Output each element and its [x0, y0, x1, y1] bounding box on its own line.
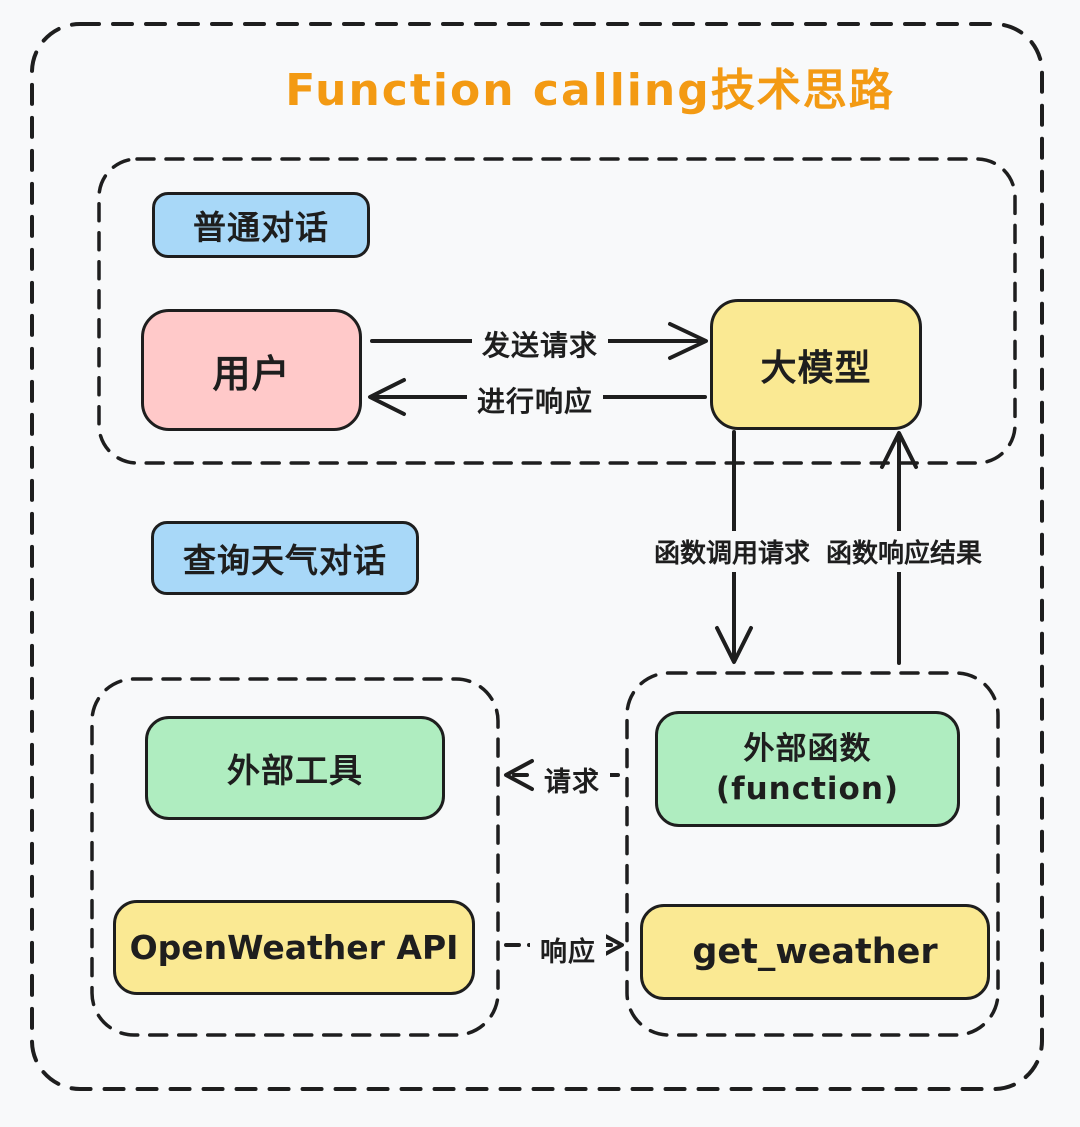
external-function-name: 外部函数 [743, 730, 872, 767]
node-external-tools: 外部工具 [145, 716, 445, 820]
label-request: 请求 [534, 758, 610, 801]
diagram-title: Function calling技术思路 [285, 65, 895, 116]
node-large-model: 大模型 [710, 299, 922, 430]
outer-dashed-border [30, 22, 1044, 1091]
node-normal-chat-tag: 普通对话 [152, 192, 370, 258]
label-respond: 进行响应 [467, 378, 604, 422]
label-function-call-request: 函数调用请求 [653, 539, 810, 569]
external-tools-dashed-box [90, 677, 500, 1037]
node-external-function: 外部函数 (function) [655, 711, 960, 827]
node-openweather-api: OpenWeather API [113, 900, 475, 995]
node-get-weather: get_weather [640, 904, 990, 1000]
external-function-sub: (function) [715, 771, 900, 807]
label-function-result: 函数响应结果 [826, 539, 983, 569]
label-response: 响应 [530, 928, 606, 971]
label-function-arrows: 函数调用请求 函数响应结果 [642, 531, 994, 572]
node-user: 用户 [141, 309, 362, 431]
label-send-request: 发送请求 [472, 322, 609, 366]
external-function-dashed-box [625, 671, 1000, 1037]
normal-chat-dashed-box [97, 157, 1017, 465]
node-weather-chat-tag: 查询天气对话 [151, 521, 419, 595]
